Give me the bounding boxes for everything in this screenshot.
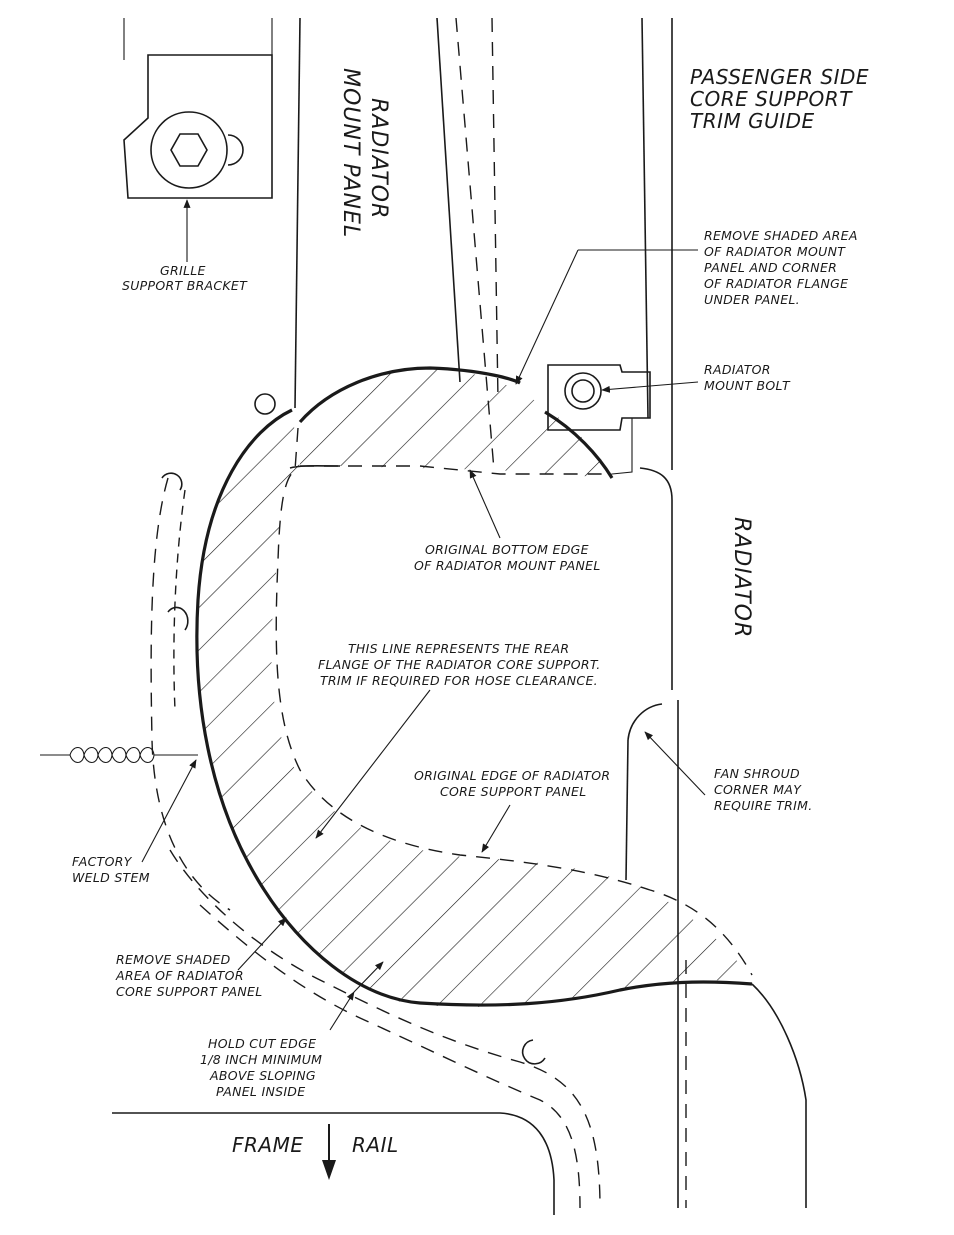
svg-text:REMOVE SHADED: REMOVE SHADED xyxy=(116,952,231,967)
cut-lines xyxy=(195,366,753,1007)
label-hold-cut-edge: HOLD CUT EDGE 1/8 INCH MINIMUM ABOVE SLO… xyxy=(200,1036,322,1099)
svg-text:CORNER MAY: CORNER MAY xyxy=(714,782,802,797)
svg-text:RADIATOR: RADIATOR xyxy=(704,362,771,377)
svg-text:TRIM IF REQUIRED FOR HOSE CLEA: TRIM IF REQUIRED FOR HOSE CLEARANCE. xyxy=(320,673,598,688)
title-line-3: TRIM GUIDE xyxy=(690,109,815,133)
hex-bolt-icon xyxy=(170,133,208,167)
svg-text:OF RADIATOR MOUNT: OF RADIATOR MOUNT xyxy=(704,244,846,259)
title-line-2: CORE SUPPORT xyxy=(690,87,853,111)
factory-weld-stem xyxy=(40,746,198,764)
round-bolt-icon xyxy=(564,372,602,410)
svg-text:UNDER PANEL.: UNDER PANEL. xyxy=(704,292,800,307)
label-radiator-mount-panel: RADIATOR MOUNT PANEL xyxy=(338,68,391,238)
frame-word: FRAME xyxy=(232,1133,303,1157)
down-arrow-icon xyxy=(322,1124,336,1180)
svg-text:GRILLE: GRILLE xyxy=(160,263,206,278)
svg-text:ABOVE SLOPING: ABOVE SLOPING xyxy=(209,1068,316,1083)
label-remove-shaded-mount: REMOVE SHADED AREA OF RADIATOR MOUNT PAN… xyxy=(704,228,858,307)
label-radiator: RADIATOR xyxy=(729,517,754,638)
svg-text:OF RADIATOR MOUNT PANEL: OF RADIATOR MOUNT PANEL xyxy=(414,558,601,573)
label-rear-flange: THIS LINE REPRESENTS THE REAR FLANGE OF … xyxy=(318,641,601,688)
label-radiator-mount-bolt: RADIATOR MOUNT BOLT xyxy=(704,362,791,393)
top-structure xyxy=(123,17,673,471)
label-grille-support-bracket: GRILLE SUPPORT BRACKET xyxy=(122,263,248,293)
label-remove-shaded-core: REMOVE SHADED AREA OF RADIATOR CORE SUPP… xyxy=(115,952,263,999)
svg-text:ORIGINAL EDGE OF RADIATOR: ORIGINAL EDGE OF RADIATOR xyxy=(414,768,610,783)
svg-text:ORIGINAL BOTTOM EDGE: ORIGINAL BOTTOM EDGE xyxy=(425,542,589,557)
svg-text:1/8 INCH MINIMUM: 1/8 INCH MINIMUM xyxy=(200,1052,322,1067)
svg-text:FACTORY: FACTORY xyxy=(72,854,133,869)
radiator-mount-bolt xyxy=(547,364,699,431)
svg-text:RADIATOR: RADIATOR xyxy=(729,517,754,638)
svg-text:OF RADIATOR FLANGE: OF RADIATOR FLANGE xyxy=(704,276,848,291)
svg-text:REMOVE SHADED AREA: REMOVE SHADED AREA xyxy=(704,228,858,243)
svg-text:CORE SUPPORT PANEL: CORE SUPPORT PANEL xyxy=(116,984,263,999)
label-original-bottom-edge: ORIGINAL BOTTOM EDGE OF RADIATOR MOUNT P… xyxy=(414,542,601,573)
svg-text:HOLD CUT EDGE: HOLD CUT EDGE xyxy=(208,1036,316,1051)
svg-text:FLANGE OF THE RADIATOR CORE SU: FLANGE OF THE RADIATOR CORE SUPPORT. xyxy=(318,657,601,672)
svg-text:PANEL AND CORNER: PANEL AND CORNER xyxy=(704,260,837,275)
svg-text:MOUNT PANEL: MOUNT PANEL xyxy=(338,68,363,238)
shaded-removal-areas xyxy=(196,368,752,1007)
svg-text:RADIATOR: RADIATOR xyxy=(366,98,391,219)
svg-text:THIS LINE REPRESENTS THE REAR: THIS LINE REPRESENTS THE REAR xyxy=(348,641,569,656)
svg-text:CORE SUPPORT PANEL: CORE SUPPORT PANEL xyxy=(440,784,587,799)
svg-text:MOUNT BOLT: MOUNT BOLT xyxy=(704,378,791,393)
svg-text:WELD STEM: WELD STEM xyxy=(72,870,150,885)
title-line-1: PASSENGER SIDE xyxy=(690,65,869,89)
label-factory-weld-stem: FACTORY WELD STEM xyxy=(72,854,150,885)
svg-text:SUPPORT BRACKET: SUPPORT BRACKET xyxy=(122,278,248,293)
svg-text:FAN SHROUD: FAN SHROUD xyxy=(714,766,800,781)
original-edges xyxy=(112,417,807,1215)
grille-support-bracket xyxy=(150,111,244,262)
svg-text:AREA OF RADIATOR: AREA OF RADIATOR xyxy=(115,968,244,983)
label-fan-shroud: FAN SHROUD CORNER MAY REQUIRE TRIM. xyxy=(714,766,812,813)
rail-word: RAIL xyxy=(352,1133,399,1157)
svg-text:REQUIRE TRIM.: REQUIRE TRIM. xyxy=(714,798,812,813)
svg-text:PANEL INSIDE: PANEL INSIDE xyxy=(216,1084,305,1099)
small-hole xyxy=(254,393,276,415)
label-frame-rail: FRAME RAIL xyxy=(232,1124,399,1180)
leader-lines xyxy=(141,249,706,1031)
label-original-edge-core: ORIGINAL EDGE OF RADIATOR CORE SUPPORT P… xyxy=(414,768,610,799)
title-block: PASSENGER SIDE CORE SUPPORT TRIM GUIDE xyxy=(690,65,869,133)
